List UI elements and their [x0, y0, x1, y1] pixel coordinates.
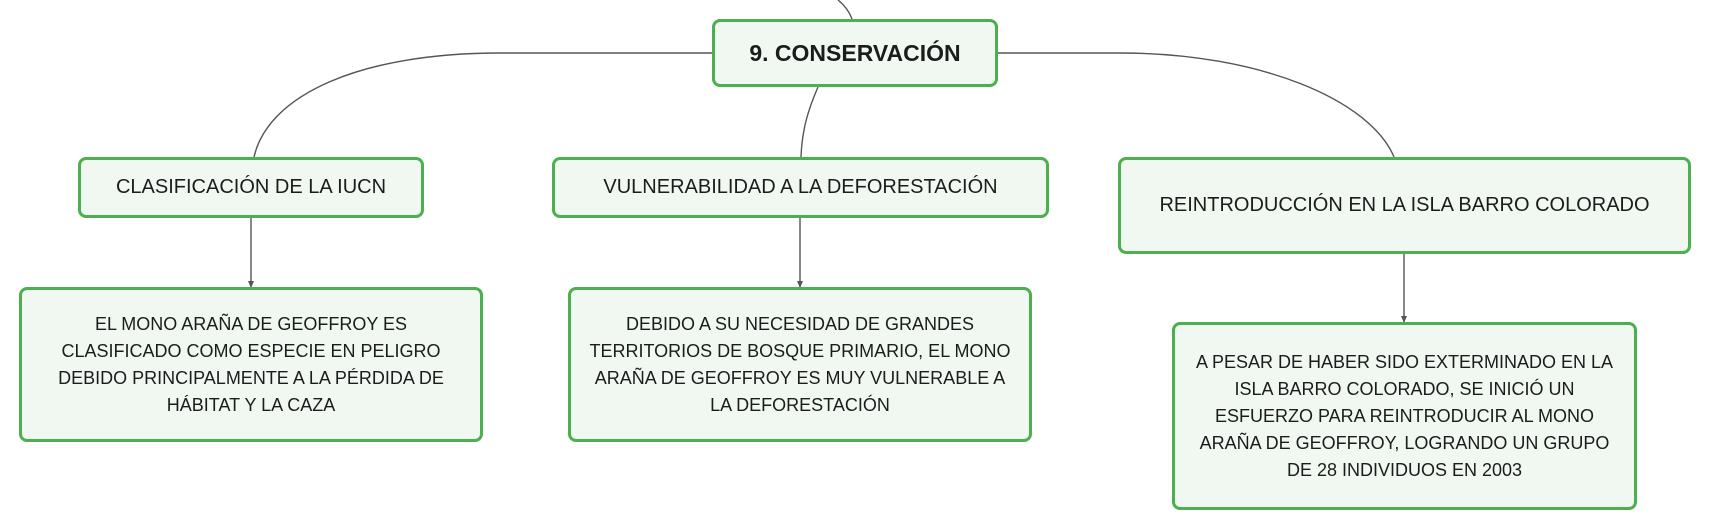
detail-reintroduccion-barro-colorado[interactable]: A PESAR DE HABER SIDO EXTERMINADO EN LA …	[1172, 322, 1637, 510]
branch-label: CLASIFICACIÓN DE LA IUCN	[115, 176, 387, 198]
root-topic-conservacion[interactable]: 9. CONSERVACIÓN	[712, 19, 998, 87]
branch-label: REINTRODUCCIÓN EN LA ISLA BARRO COLORADO	[1159, 194, 1650, 216]
detail-vulnerabilidad-deforestacion[interactable]: DEBIDO A SU NECESIDAD DE GRANDES TERRITO…	[568, 287, 1032, 442]
arrowhead-clasificacion	[248, 281, 254, 288]
branch-clasificacion-iucn[interactable]: CLASIFICACIÓN DE LA IUCN	[78, 157, 424, 218]
connector-root-to-clasificacion	[253, 52, 712, 158]
branch-label: VULNERABILIDAD A LA DEFORESTACIÓN	[603, 176, 998, 198]
branch-vulnerabilidad-deforestacion[interactable]: VULNERABILIDAD A LA DEFORESTACIÓN	[552, 157, 1049, 218]
arrowhead-vulnerabilidad	[797, 281, 803, 288]
detail-clasificacion-iucn[interactable]: EL MONO ARAÑA DE GEOFFROY ES CLASIFICADO…	[19, 287, 483, 442]
connector-root-to-reintroduccion	[998, 52, 1395, 158]
detail-text: A PESAR DE HABER SIDO EXTERMINADO EN LA …	[1195, 351, 1614, 480]
connector-root-to-vulnerabilidad	[800, 86, 819, 158]
detail-text: EL MONO ARAÑA DE GEOFFROY ES CLASIFICADO…	[58, 313, 444, 415]
arrowhead-reintroduccion	[1401, 316, 1407, 323]
connector-parent-to-root	[837, 0, 853, 20]
branch-reintroduccion-barro-colorado[interactable]: REINTRODUCCIÓN EN LA ISLA BARRO COLORADO	[1118, 157, 1691, 254]
detail-text: DEBIDO A SU NECESIDAD DE GRANDES TERRITO…	[589, 313, 1011, 415]
root-topic-label: 9. CONSERVACIÓN	[749, 39, 961, 66]
